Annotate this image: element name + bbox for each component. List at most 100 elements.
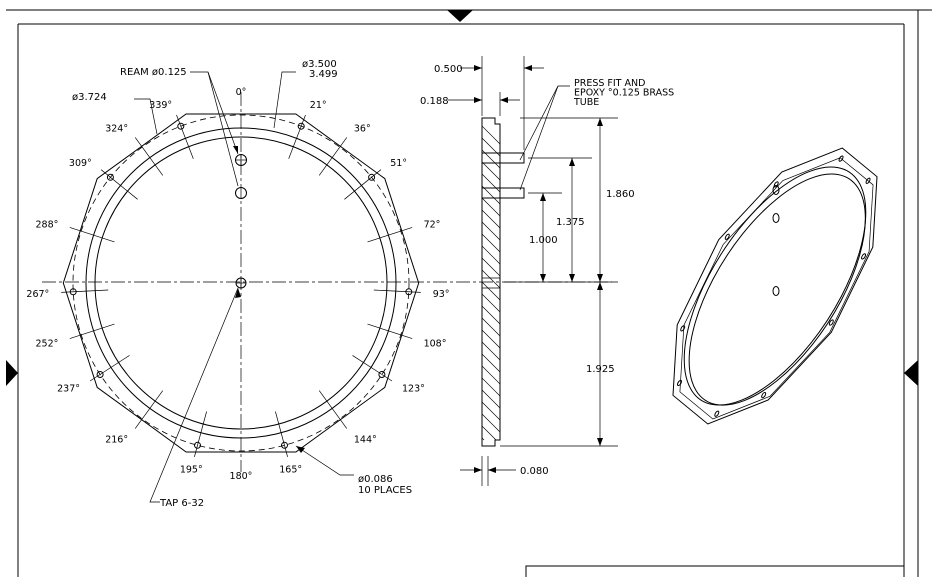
mount-hole	[194, 441, 201, 449]
dim-0-188: 0.188	[420, 96, 449, 107]
angle-label: 339°	[149, 100, 172, 111]
angle-tick	[367, 323, 413, 339]
outer-diameter-callout: ø3.724	[72, 92, 107, 103]
angle-tick	[100, 169, 138, 200]
section-hatch	[481, 125, 501, 145]
angle-label: 165°	[279, 465, 302, 476]
left-center-marker	[6, 360, 18, 386]
angle-label: 288°	[36, 220, 59, 231]
press-fit-note-line: PRESS FIT AND	[574, 78, 645, 89]
iso-mount-hole	[761, 392, 766, 399]
tap-callout: TAP 6-32	[159, 498, 204, 509]
angle-label: 252°	[36, 338, 59, 349]
angle-tick	[288, 114, 306, 159]
angle-tick	[352, 355, 393, 382]
tubes	[481, 152, 525, 289]
iso-mount-hole	[865, 178, 870, 185]
section-hatch	[481, 353, 501, 373]
mount-hole	[368, 173, 376, 181]
side-profile	[481, 117, 501, 447]
mount-hole	[106, 173, 114, 181]
section-hatch	[481, 377, 501, 397]
iso-mount-hole	[725, 234, 730, 241]
angle-label: 195°	[180, 465, 203, 476]
angle-label: 324°	[105, 124, 128, 135]
iso-mount-hole	[861, 253, 866, 260]
section-hatch	[481, 161, 501, 181]
center-holes	[235, 154, 247, 289]
sheet-border	[6, 9, 932, 577]
section-hatch	[481, 413, 501, 433]
section-hatch	[481, 317, 501, 337]
angle-label: 36°	[354, 124, 371, 135]
iso-bore-outer	[657, 138, 893, 434]
section-hatch	[481, 221, 501, 241]
inner-diameter-callout-top: ø3.500	[302, 59, 337, 70]
top-center-marker	[447, 10, 473, 22]
tap-arrow	[235, 288, 241, 298]
dim-1-925: 1.925	[586, 364, 615, 375]
mount-hole	[297, 122, 305, 130]
ream-arrow	[233, 146, 238, 154]
mount-hole	[378, 371, 386, 378]
angle-tick	[61, 289, 109, 293]
section-hatch	[481, 329, 501, 349]
mount-hole	[177, 122, 185, 130]
angle-tick	[275, 411, 288, 457]
dim-0-080: 0.080	[520, 466, 549, 477]
section-hatch	[481, 281, 501, 301]
angle-label: 144°	[354, 434, 377, 445]
iso-mount-hole	[829, 319, 834, 326]
press-fit-note-line: EPOXY °0.125 BRASS	[574, 88, 674, 99]
angle-tick	[69, 323, 115, 339]
angle-tick	[373, 289, 421, 293]
dim-1-000: 1.000	[529, 235, 558, 246]
angle-label: 180°	[230, 471, 253, 482]
leaders	[134, 71, 354, 503]
angle-tick	[344, 169, 382, 200]
angle-label: 123°	[402, 384, 425, 395]
section-hatch	[481, 425, 497, 441]
title-block-edge	[525, 565, 904, 577]
angle-label: 216°	[105, 434, 128, 445]
section-hatch	[481, 173, 501, 193]
section-hatch	[481, 305, 501, 325]
angle-tick	[318, 390, 348, 429]
note-leaders	[519, 85, 570, 191]
section-hatch	[481, 341, 501, 361]
angle-label: 267°	[26, 289, 49, 300]
hole-diameter-callout: ø0.086	[358, 474, 393, 485]
bolt-circle	[72, 114, 410, 452]
iso-holes	[772, 185, 780, 296]
dimension-lines	[448, 65, 603, 473]
dim-0-500: 0.500	[434, 64, 463, 75]
mount-hole	[96, 371, 104, 378]
angle-tick	[176, 114, 194, 159]
side-view: 0.5000.1881.8601.3751.0001.9250.080PRESS…	[420, 56, 674, 486]
right-center-marker	[904, 360, 918, 386]
section-hatch	[481, 245, 501, 265]
section-hatch	[481, 293, 501, 313]
iso-mount-hole	[677, 380, 682, 387]
angle-label: 309°	[69, 158, 92, 169]
inner-circle-inner	[94, 136, 388, 430]
section-hatch	[481, 401, 501, 421]
front-view: 0°21°36°51°72°93°108°123°144°165°180°195…	[26, 59, 612, 509]
angle-label: 0°	[236, 87, 247, 98]
section-hatch	[481, 197, 501, 217]
mount-hole	[281, 441, 288, 449]
section-hatch	[481, 185, 501, 205]
dim-1-375: 1.375	[556, 217, 585, 228]
hole-count-callout: 10 PLACES	[358, 485, 412, 496]
section-hatch	[481, 257, 501, 277]
iso-mount-hole	[774, 181, 779, 188]
angle-tick	[134, 137, 164, 176]
angle-tick	[318, 137, 348, 176]
angle-label: 72°	[424, 220, 441, 231]
iso-bore-inner	[663, 146, 892, 433]
section-hatch	[481, 389, 501, 409]
section-hatch	[481, 209, 501, 229]
section-hatch	[481, 269, 501, 289]
inner-diameter-callout-bottom: 3.499	[309, 69, 338, 80]
